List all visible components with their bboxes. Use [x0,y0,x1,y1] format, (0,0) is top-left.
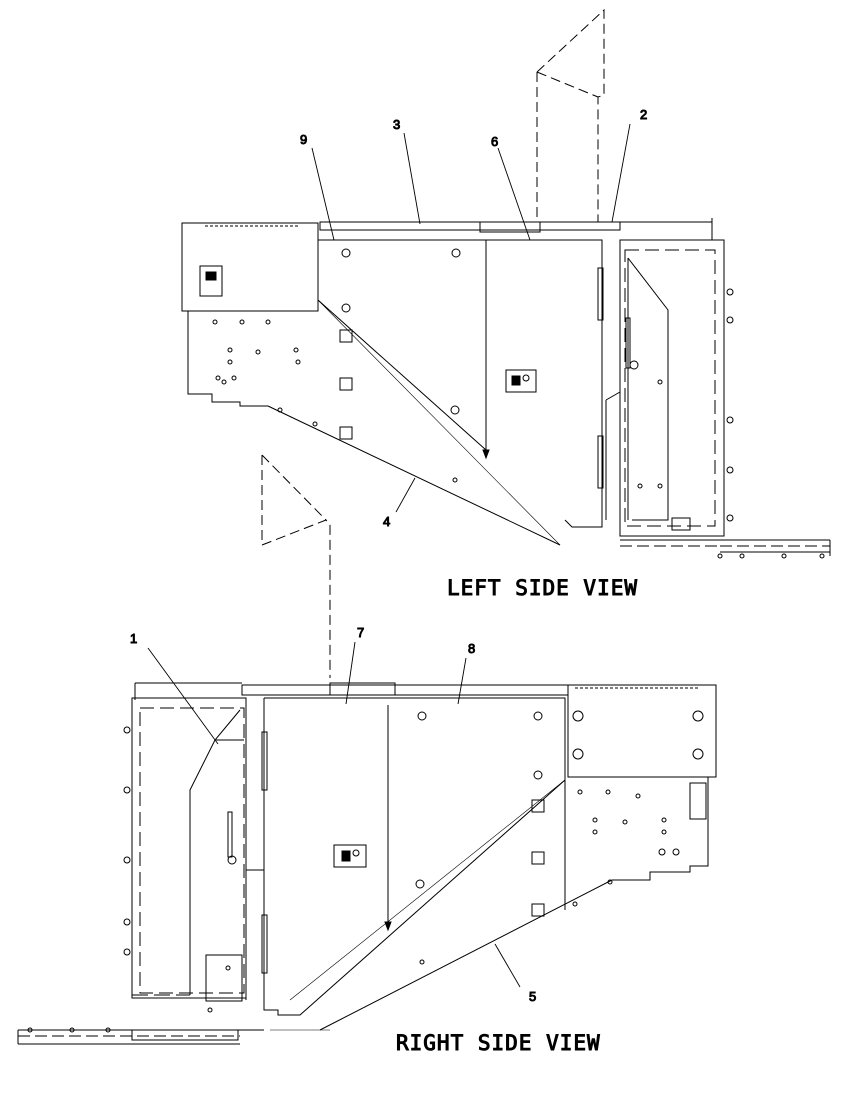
left-door-latch-icon [505,369,537,393]
right-door-latch-icon [333,844,367,868]
left-bottom-rail [620,539,831,559]
right-bottom-rail [17,1027,330,1045]
left-view-label: LEFT SIDE VIEW [447,576,638,600]
right-leader-lines [147,641,521,988]
left-mount-plate [187,299,561,546]
left-side-panel [317,239,604,528]
callout-6: 6 [491,134,498,149]
right-control-box [567,684,717,778]
left-control-box [181,222,319,312]
callout-8: 8 [468,641,475,656]
callout-7: 7 [357,625,364,640]
callout-9: 9 [300,132,307,147]
callout-5: 5 [529,989,536,1004]
right-mount-plate [319,777,709,1031]
callout-4: 4 [383,514,390,529]
left-leader-lines [311,123,631,513]
right-side-view: 1 7 8 5 RIGHT SIDE VIEW [17,625,717,1056]
callout-1: 1 [130,631,137,646]
callout-3: 3 [393,117,400,132]
left-switch-icon [199,265,223,297]
left-ghost-panel [536,8,605,222]
left-top-rail [319,218,713,240]
left-ghost-lower [261,454,331,678]
right-view-label: RIGHT SIDE VIEW [396,1031,601,1055]
right-radiator-frame [123,697,264,1013]
left-radiator-frame [605,239,734,537]
callout-2: 2 [640,107,647,122]
right-side-panel [261,697,566,1016]
right-top-rail [134,682,569,700]
left-side-view: 9 3 6 2 4 LEFT SIDE VIEW [181,8,831,678]
